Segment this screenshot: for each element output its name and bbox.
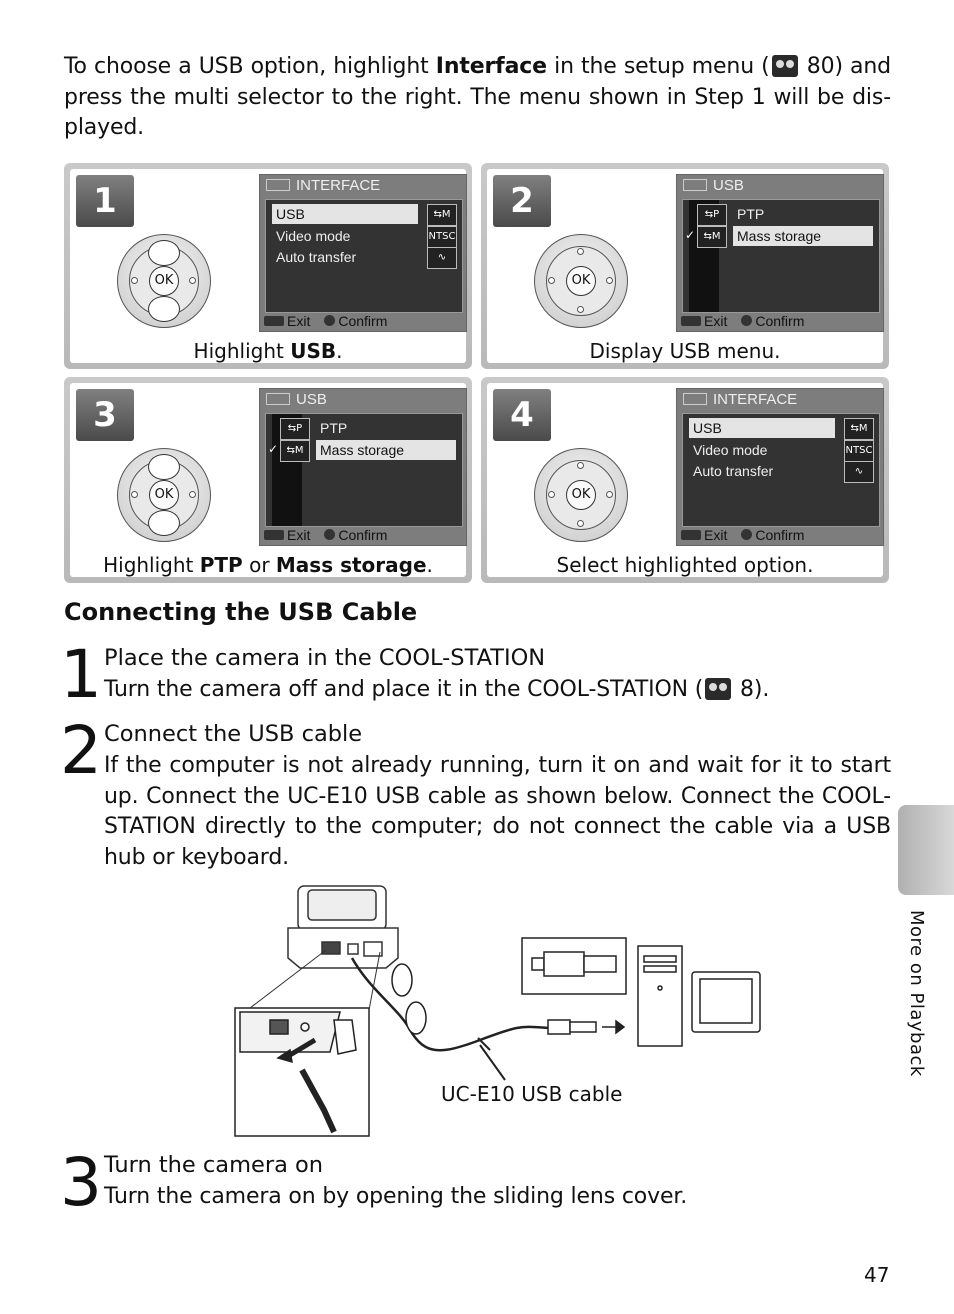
multi-selector-icon: OK — [534, 234, 628, 328]
setup-icon — [266, 179, 290, 191]
page-number: 47 — [864, 1263, 890, 1287]
step-body: Turn the camera on by opening the slidin… — [104, 1184, 688, 1209]
step-number: 2 — [493, 175, 551, 227]
ntsc-icon: NTSC — [427, 226, 457, 248]
menu-row: PTP — [320, 420, 348, 436]
computer-tower-icon — [637, 945, 683, 1047]
interface-term: Interface — [435, 54, 547, 79]
ok-button-icon: OK — [149, 480, 179, 510]
usb-m-icon: ⇆M — [280, 440, 310, 462]
menu-button-icon — [264, 530, 284, 540]
page-reference-icon — [705, 678, 732, 700]
step-panel-1: 1 OK INTERFACE USB Video mode Auto trans… — [64, 163, 472, 369]
menu-button-icon — [681, 530, 701, 540]
chapter-tab — [898, 805, 954, 895]
check-mark-icon: ✓ — [685, 228, 696, 242]
usb-m-icon: ⇆M — [697, 226, 727, 248]
ok-small-icon — [324, 529, 336, 540]
menu-row: Mass storage — [316, 440, 456, 460]
setup-icon — [266, 393, 290, 405]
step-heading: Connect the USB cable — [104, 721, 363, 747]
check-mark-icon: ✓ — [268, 442, 279, 456]
step-number-large: 1 — [60, 636, 102, 713]
usb-m-icon: ⇆M — [844, 418, 874, 440]
step-number-large: 3 — [60, 1144, 102, 1221]
panel-caption: Select highlighted option. — [556, 553, 814, 577]
step-number: 3 — [76, 389, 134, 441]
cable-caption: UC-E10 USB cable — [441, 1082, 623, 1106]
step-heading: Place the camera in the COOL-STATION — [104, 645, 546, 671]
multi-selector-icon: OK — [117, 234, 211, 328]
panel-caption: Highlight PTP or Mass storage. — [103, 553, 433, 577]
menu-row: USB — [689, 418, 835, 438]
step-heading: Turn the camera on — [104, 1152, 324, 1178]
intro-paragraph: To choose a USB option, highlight Interf… — [64, 54, 891, 140]
step-number: 1 — [76, 175, 134, 227]
ok-button-icon: OK — [149, 266, 179, 296]
wave-icon: ∿ — [427, 247, 457, 269]
menu-button-icon — [681, 316, 701, 326]
menu-row: Auto transfer — [693, 463, 774, 479]
camera-menu-screen: INTERFACE USB Video mode Auto transfer ⇆… — [676, 388, 884, 546]
ok-button-icon: OK — [566, 266, 596, 296]
page-reference-icon — [771, 55, 798, 77]
monitor-icon — [691, 971, 761, 1033]
step-number: 4 — [493, 389, 551, 441]
menu-button-icon — [264, 316, 284, 326]
ok-small-icon — [741, 315, 753, 326]
menu-row: Video mode — [276, 228, 351, 244]
usb-cable — [350, 957, 551, 1052]
section-title: Connecting the USB Cable — [64, 598, 418, 626]
panel-caption: Display USB menu. — [589, 339, 781, 363]
usb-m-icon: ⇆M — [427, 204, 457, 226]
step-number-large: 2 — [60, 712, 102, 789]
usb-connection-diagram — [234, 885, 761, 1137]
ok-button-icon: OK — [566, 480, 596, 510]
step-panel-4: 4 OK INTERFACE USB Video mode Auto trans… — [481, 377, 889, 583]
menu-row: USB — [272, 204, 418, 224]
setup-icon — [683, 393, 707, 405]
menu-row: Auto transfer — [276, 249, 357, 265]
usb-p-icon: ⇆P — [697, 204, 727, 226]
ok-small-icon — [741, 529, 753, 540]
ok-small-icon — [324, 315, 336, 326]
menu-title: INTERFACE — [683, 391, 879, 411]
ntsc-icon: NTSC — [844, 440, 874, 462]
usb-plug-icon — [521, 937, 627, 1035]
chapter-label: More on Playback — [906, 910, 927, 1077]
usb-p-icon: ⇆P — [280, 418, 310, 440]
panel-caption: Highlight USB. — [193, 339, 343, 363]
usb-port-inset — [234, 1007, 370, 1137]
menu-title: USB — [683, 177, 879, 197]
menu-row: Video mode — [693, 442, 768, 458]
step-body: Turn the camera off and place it in the … — [104, 677, 770, 702]
setup-icon — [683, 179, 707, 191]
multi-selector-icon: OK — [117, 448, 211, 542]
step-body: If the computer is not already running, … — [104, 753, 891, 870]
camera-menu-screen: INTERFACE USB Video mode Auto transfer ⇆… — [259, 174, 467, 332]
menu-row: PTP — [737, 206, 765, 222]
cool-station-icon — [287, 885, 399, 969]
wave-icon: ∿ — [844, 461, 874, 483]
menu-row: Mass storage — [733, 226, 873, 246]
menu-title: USB — [266, 391, 462, 411]
menu-title: INTERFACE — [266, 177, 462, 197]
multi-selector-icon: OK — [534, 448, 628, 542]
